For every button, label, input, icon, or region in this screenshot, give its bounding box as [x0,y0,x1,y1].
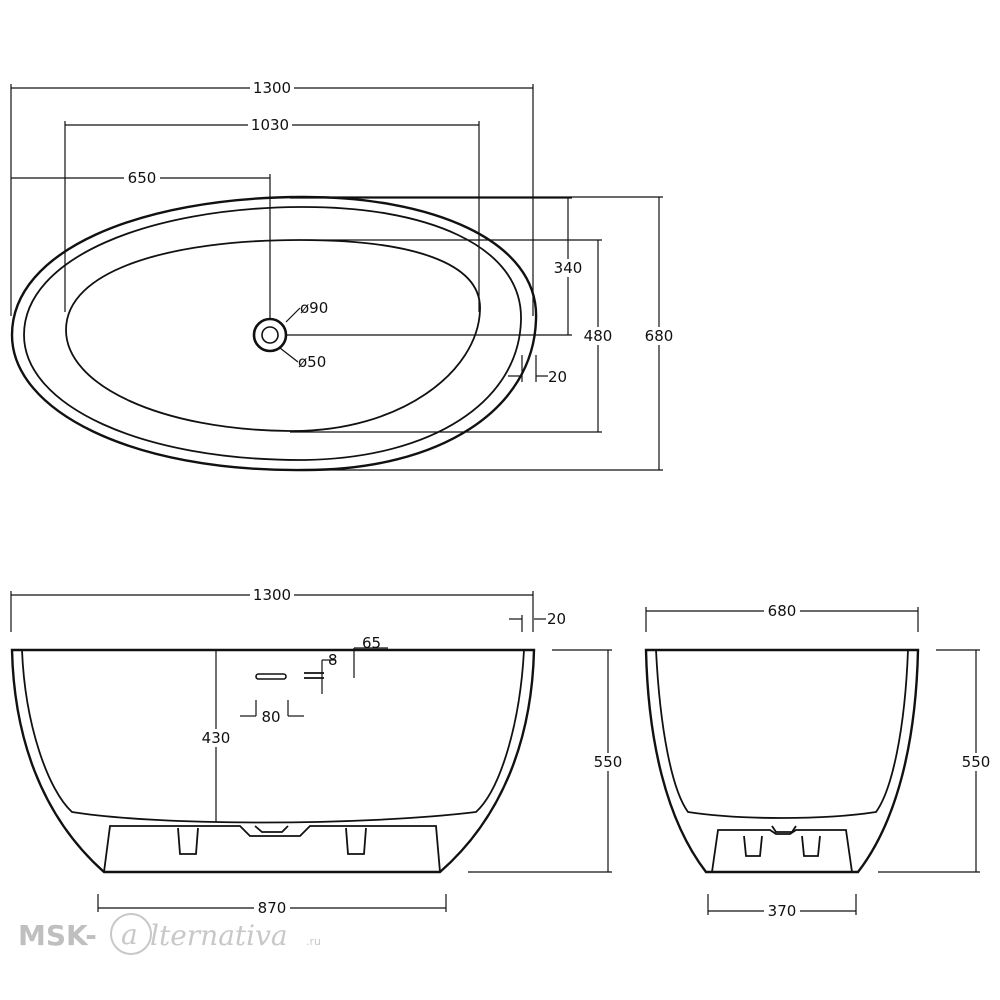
dim-base-length: 870 [258,899,287,917]
side-view-foot-right [345,827,367,855]
end-view-foot-right [801,835,821,857]
dim-side-overall-length: 1300 [253,586,291,604]
dim-side-overall-height: 550 [594,753,623,771]
svg-text:lternativa: lternativa [150,919,288,952]
end-view-inner-basin [655,649,909,819]
watermark-logo: MSK- a lternativa .ru [18,913,321,955]
side-view-outer-shell [10,648,536,874]
end-view-pedestal [711,829,853,873]
dim-end-overall-width: 680 [768,602,797,620]
top-view-basin [65,239,481,432]
dim-drain-offset: 650 [128,169,157,187]
dim-top-rim-thickness: 20 [548,368,567,386]
end-view-outer-shell [644,648,920,874]
dim-base-width: 370 [768,902,797,920]
dim-inner-width: 480 [584,327,613,345]
side-view-foot-left [177,827,199,855]
top-view: ø90 ø50 1300 1030 650 340 480 [10,79,675,472]
top-view-drain-inner [261,326,279,344]
dim-overall-width: 680 [645,327,674,345]
side-view-pedestal [103,825,441,873]
side-view-inner-basin [21,649,525,824]
dim-half-width: 340 [554,259,583,277]
dim-top-inner-length: 1030 [251,116,289,134]
dim-side-rim-thickness: 20 [547,610,566,628]
dim-inner-depth: 430 [202,729,231,747]
svg-text:MSK-: MSK- [18,919,97,952]
dim-overflow-offset: 65 [362,634,381,652]
svg-text:a: a [121,918,138,951]
side-view-overflow-slot [255,673,287,680]
top-view-drain-outer [252,317,288,353]
dim-top-overall-length: 1300 [253,79,291,97]
dim-end-overall-height: 550 [962,753,991,771]
top-view-rim-inner-edge [23,206,522,461]
top-view-outer-rim [10,195,538,472]
dim-drain-outer: ø90 [300,299,328,317]
dim-overflow-height: 8 [328,651,338,669]
dim-overflow-length: 80 [261,708,280,726]
side-view: 1300 20 65 8 80 430 550 8 [10,586,624,917]
svg-text:.ru: .ru [306,935,321,948]
dim-drain-inner: ø50 [298,353,326,371]
end-view-foot-left [743,835,763,857]
end-view: 680 550 370 [644,602,994,920]
